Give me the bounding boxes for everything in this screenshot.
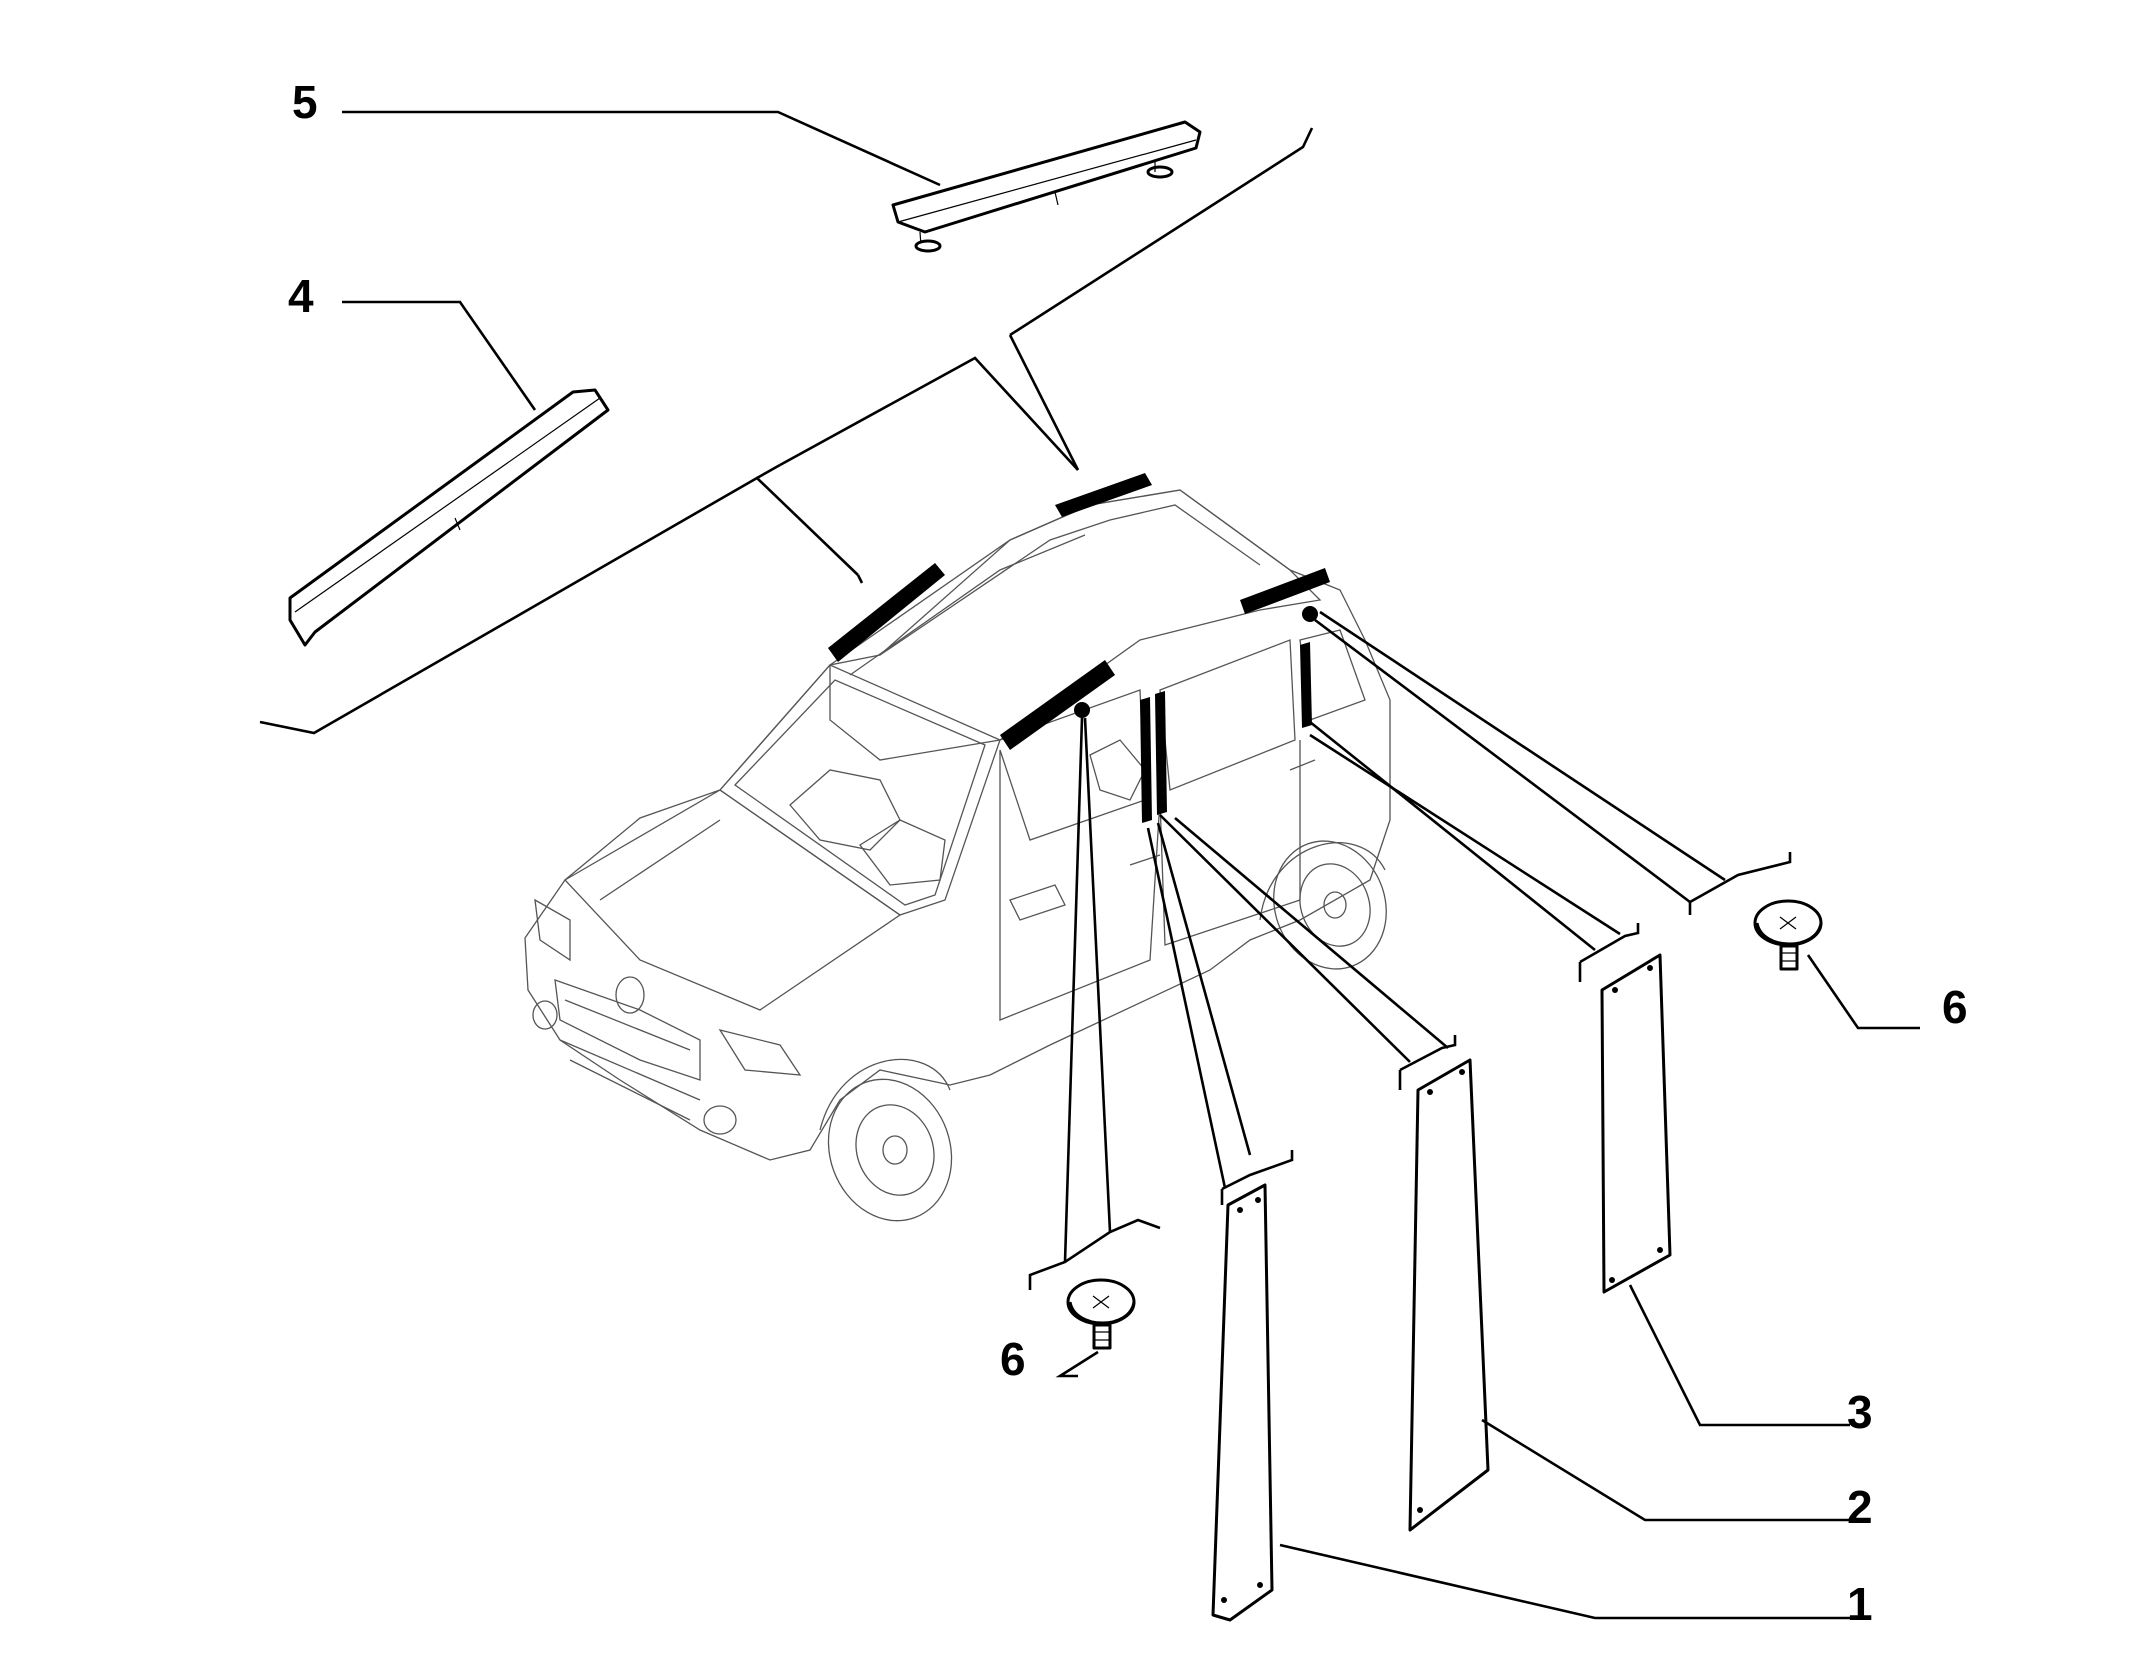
callout-3: 3 [1847, 1386, 1873, 1438]
callout-2: 2 [1847, 1481, 1873, 1533]
part-6-clip-left [1066, 1278, 1136, 1350]
part-1-pillar-trim [1211, 1183, 1274, 1622]
callout-6-left: 6 [1000, 1333, 1026, 1385]
part-5-roof-rail-cover [891, 120, 1202, 253]
vehicle-drawing [524, 473, 1391, 1222]
callout-5: 5 [292, 76, 318, 128]
callout-1: 1 [1847, 1578, 1873, 1630]
callout-4: 4 [288, 270, 314, 322]
callout-6-right: 6 [1942, 981, 1968, 1033]
part-6-clip-right [1753, 899, 1823, 971]
leader-lines [259, 110, 1920, 1620]
part-4-roof-rail-cover [288, 388, 610, 647]
part-2-pillar-trim [1408, 1058, 1490, 1532]
callout-labels: 5 4 6 6 3 2 1 [288, 76, 1968, 1630]
part-3-pillar-trim [1600, 953, 1672, 1294]
